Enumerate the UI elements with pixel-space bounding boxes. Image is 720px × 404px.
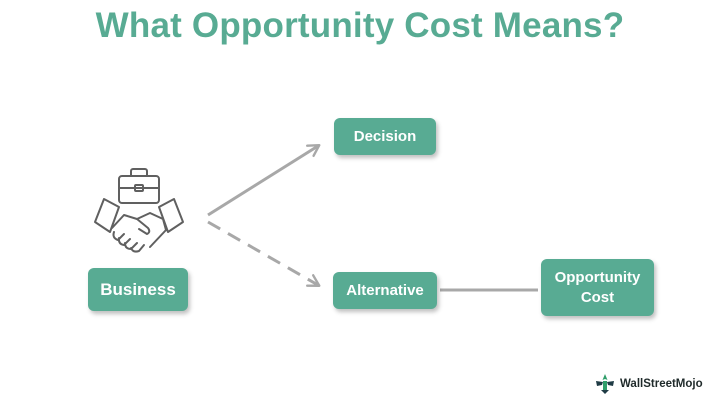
opportunity-cost-label-line1: Opportunity <box>554 268 641 286</box>
wallstreetmojo-logo-icon <box>596 374 614 394</box>
wallstreetmojo-logo: WallStreetMojo <box>594 372 703 396</box>
logo-text: WallStreetMojo <box>620 378 703 390</box>
alternative-node: Alternative <box>333 272 437 309</box>
business-node: Business <box>88 268 188 311</box>
decision-node: Decision <box>334 118 436 155</box>
briefcase-icon <box>118 168 160 204</box>
decision-label: Decision <box>353 128 417 145</box>
business-label: Business <box>100 279 176 299</box>
alternative-label: Alternative <box>346 282 424 299</box>
opportunity-cost-node: Opportunity Cost <box>541 259 654 316</box>
arrow-to-alternative <box>207 220 321 287</box>
opportunity-cost-label-line2: Cost <box>580 288 615 306</box>
handshake-icon <box>94 198 184 253</box>
page-title: What Opportunity Cost Means? <box>95 6 625 45</box>
arrow-to-decision <box>207 144 321 217</box>
